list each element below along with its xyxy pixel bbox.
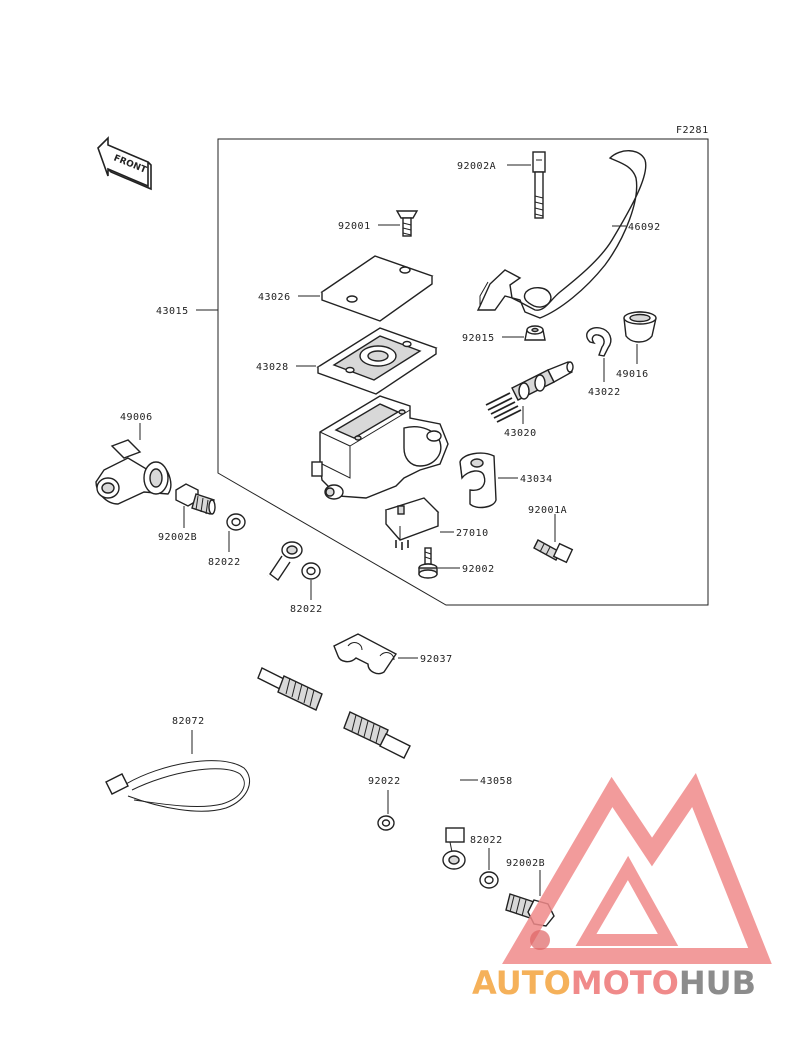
label-82022-lower: 82022	[470, 835, 503, 846]
label-82022-mid: 82022	[290, 604, 323, 615]
label-43015: 43015	[156, 306, 189, 317]
label-82022-left: 82022	[208, 557, 241, 568]
label-43058: 43058	[480, 776, 513, 787]
banjo-bolt-92002b-upper	[175, 483, 216, 515]
diaphragm-43028	[316, 327, 438, 395]
watermark-auto: AUTO	[472, 964, 571, 1002]
assembly-frame	[217, 138, 709, 606]
label-43022: 43022	[588, 387, 621, 398]
dust-boot-49016	[623, 311, 657, 343]
label-92001: 92001	[338, 221, 371, 232]
diagram-code: F2281	[676, 125, 709, 136]
label-43028: 43028	[256, 362, 289, 373]
label-82072: 82072	[172, 716, 205, 727]
label-92002: 92002	[462, 564, 495, 575]
label-92002B-upper: 92002B	[158, 532, 197, 543]
fitting-49006	[95, 439, 172, 505]
label-92002B-lower: 92002B	[506, 858, 545, 869]
label-92001A: 92001A	[528, 505, 567, 516]
label-43034: 43034	[520, 474, 553, 485]
front-arrow-icon: FRONT	[97, 136, 152, 191]
label-92015: 92015	[462, 333, 495, 344]
label-49006: 49006	[120, 412, 153, 423]
watermark-hub: HUB	[679, 964, 756, 1002]
washer-92022	[377, 815, 395, 831]
bolt-92002a	[532, 151, 546, 219]
label-92022: 92022	[368, 776, 401, 787]
band-82072	[105, 760, 250, 812]
label-92037: 92037	[420, 654, 453, 665]
bolt-92001a	[533, 539, 574, 564]
washer-82022-left	[226, 513, 246, 531]
circlip-43022	[586, 327, 612, 357]
brake-hose-lower	[343, 711, 466, 870]
label-46092: 46092	[628, 222, 661, 233]
piston-kit-43020	[485, 361, 574, 423]
brake-lever-46092	[476, 150, 647, 319]
hose-guide-92037	[333, 633, 398, 675]
label-49016: 49016	[616, 369, 649, 380]
master-cylinder-body	[311, 395, 449, 500]
label-27010: 27010	[456, 528, 489, 539]
clamp-43034	[459, 452, 497, 509]
nut-92015	[524, 325, 546, 341]
watermark-text: AUTOMOTOHUB	[472, 964, 756, 1002]
label-43026: 43026	[258, 292, 291, 303]
brake-hose-upper	[233, 541, 323, 711]
washer-82022-mid	[301, 562, 321, 580]
reservoir-cap-43026	[320, 255, 434, 322]
label-92002A: 92002A	[457, 161, 496, 172]
watermark-logo	[502, 773, 772, 964]
screw-92002	[418, 547, 438, 579]
switch-27010	[384, 497, 440, 550]
screw-92001	[395, 210, 419, 237]
watermark-moto: MOTO	[571, 964, 679, 1002]
label-43020: 43020	[504, 428, 537, 439]
washer-82022-lower	[479, 871, 499, 889]
